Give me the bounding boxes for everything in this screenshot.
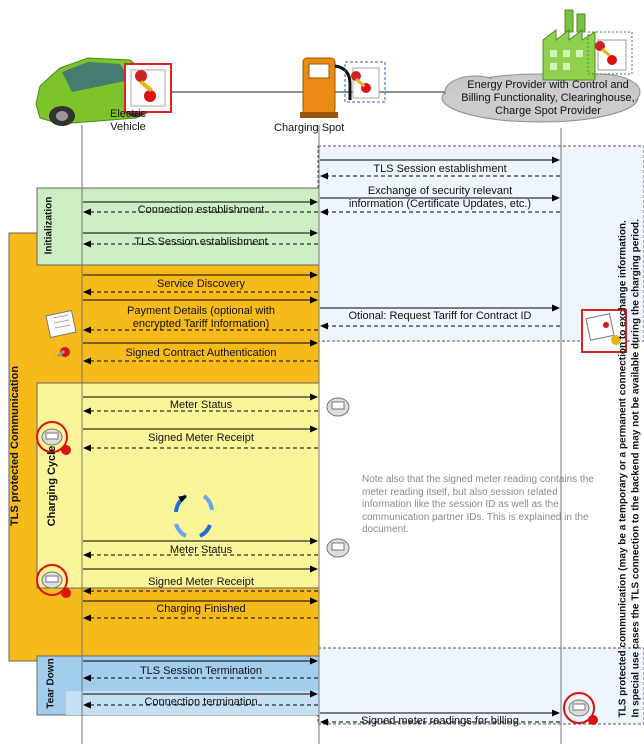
message-tls-backend: TLS Session establishment <box>373 163 507 175</box>
message-signed-readings-billing: Signed meter readings for billing <box>361 715 519 727</box>
meter-icon <box>326 397 350 417</box>
signed-meter-icon-provider <box>563 692 598 725</box>
message-exchange-security: Exchange of security relevant informatio… <box>348 185 532 210</box>
connection-termination-band <box>66 691 319 715</box>
message-connection-termination: Connection termination <box>144 696 258 708</box>
contract-icon-provider <box>581 309 627 353</box>
spot-certificate-icon <box>344 61 386 103</box>
charging-cycle-phase <box>36 382 320 589</box>
message-signed-meter-receipt-2: Signed Meter Receipt <box>148 576 254 588</box>
cycle-arrows-icon <box>174 494 214 538</box>
message-service-discovery: Service Discovery <box>156 278 246 290</box>
phase-tls-label: TLS protected Communication <box>9 365 21 527</box>
meter-icon-2 <box>326 538 350 558</box>
backend-region-teardown <box>317 647 644 725</box>
message-arrows <box>83 156 560 726</box>
message-tls-session: TLS Session establishment <box>134 236 268 248</box>
message-tls-termination: TLS Session Termination <box>139 665 263 677</box>
phase-init-label: Initialization <box>43 196 55 255</box>
message-payment-details: Payment Details (optional with encrypted… <box>127 305 275 330</box>
actor-spot-label: Charging Spot <box>274 122 345 134</box>
signed-meter-icon-1 <box>36 421 71 455</box>
initialization-phase <box>36 187 320 266</box>
message-meter-status-2: Meter Status <box>169 544 233 556</box>
message-signed-meter-receipt-1: Signed Meter Receipt <box>148 432 254 444</box>
side-note-line-1: TLS protected communication (may be a te… <box>617 220 629 718</box>
message-meter-status-1: Meter Status <box>169 399 233 411</box>
message-connection-establishment: Connection establishment <box>137 204 265 216</box>
phase-teardown-label: Tear Down <box>45 658 57 709</box>
charging-pump-icon <box>300 57 352 118</box>
actor-ev-label: Electric Vehicle <box>110 108 147 133</box>
ev-certificate-icon <box>124 63 172 113</box>
message-optional-tariff: Otional: Request Tariff for Contract ID <box>348 310 532 322</box>
phase-cycle-label: Charging Cycle <box>46 445 58 527</box>
contract-icon-ev <box>45 309 77 358</box>
provider-cloud <box>441 73 641 123</box>
meter-reading-note: Note also that the signed meter reading … <box>362 474 594 535</box>
message-signed-contract: Signed Contract Authentication <box>125 347 277 359</box>
factory-icon <box>542 9 596 81</box>
message-charging-finished: Charging Finished <box>156 603 246 615</box>
signed-meter-icon-2 <box>36 564 71 598</box>
actor-provider-label: Energy Provider with Control and Billing… <box>461 79 635 117</box>
side-note-line-2: In special use cases the TLS connection … <box>630 219 642 718</box>
provider-certificate-icon <box>587 31 633 75</box>
